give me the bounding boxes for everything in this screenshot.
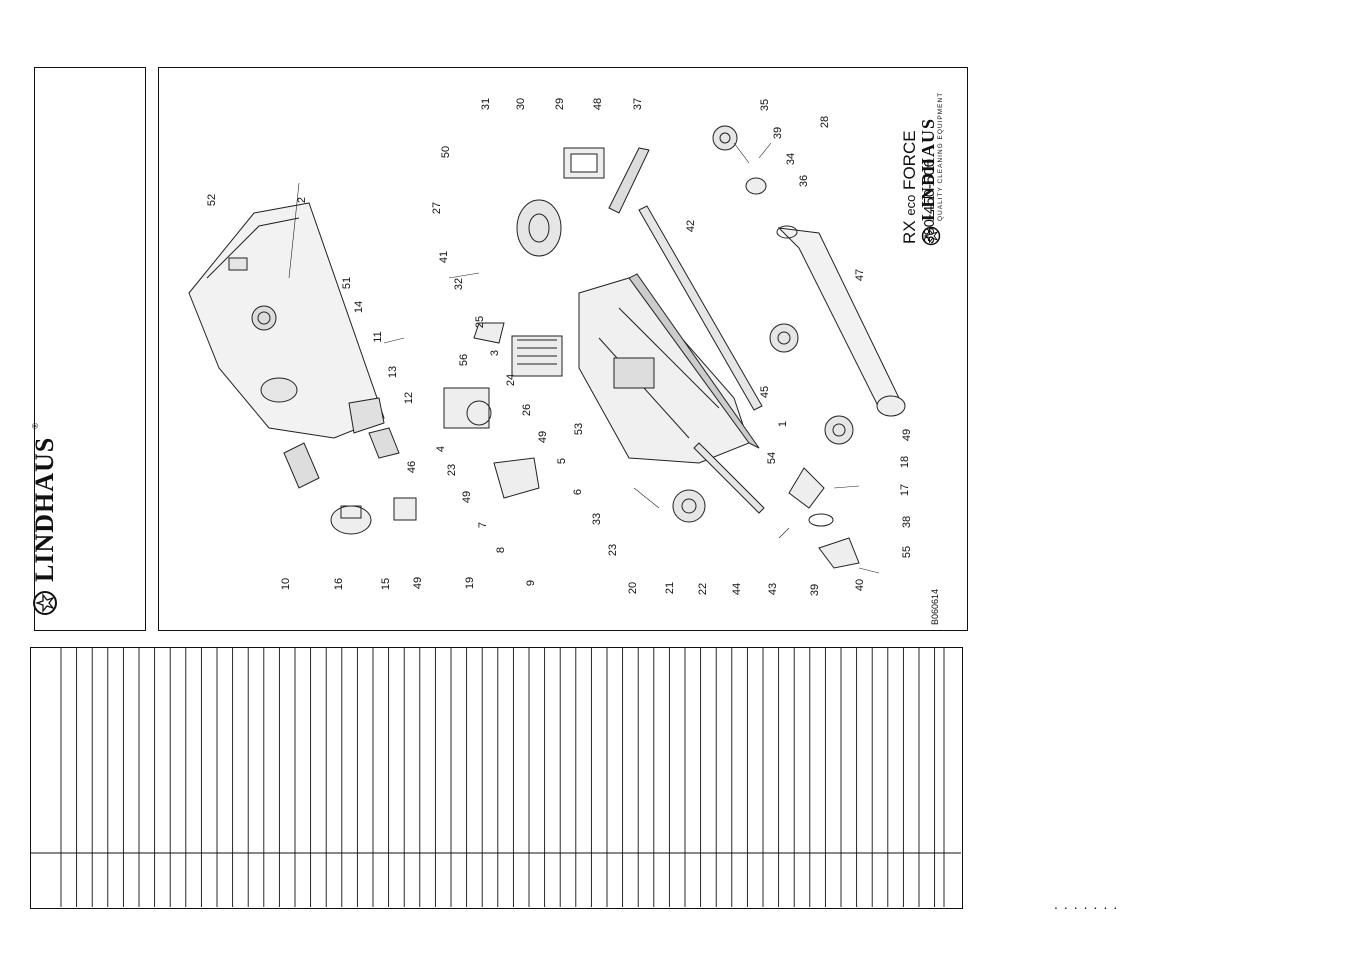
part-number-text: 53 xyxy=(573,422,585,436)
part-number-text: 15 xyxy=(380,577,392,591)
exploded-diagram-panel xyxy=(158,67,968,631)
part-number-text: 42 xyxy=(685,219,697,233)
part-number-text: 39 xyxy=(772,126,784,140)
part-number-text: 17 xyxy=(899,483,911,497)
part-number-text: 23 xyxy=(446,463,458,477)
model-mid: eco xyxy=(903,194,918,216)
side-rail-part xyxy=(638,205,765,514)
part-number-text: 4 xyxy=(435,445,447,453)
top-cover-part xyxy=(188,202,385,439)
part-number-text: 31 xyxy=(480,97,492,111)
belt-part xyxy=(608,147,650,214)
part-number-text: 47 xyxy=(854,268,866,282)
parts-table-grid xyxy=(31,648,961,907)
part-number-text: 12 xyxy=(403,391,415,405)
main-chassis-part xyxy=(578,273,760,464)
wheel-parts xyxy=(672,125,854,523)
part-number-text: 41 xyxy=(438,250,450,264)
part-number-text: 26 xyxy=(521,403,533,417)
part-number-text: 33 xyxy=(591,512,603,526)
part-number-text: 44 xyxy=(731,582,743,596)
part-number-text: 51 xyxy=(341,276,353,290)
part-number-text: 55 xyxy=(901,545,913,559)
part-number-text: 45 xyxy=(759,385,771,399)
part-number-text: 10 xyxy=(280,577,292,591)
part-number-text: 8 xyxy=(495,546,507,554)
part-number-text: 5 xyxy=(556,457,568,465)
lindhaus-logo-icon xyxy=(33,591,57,615)
part-number-text: 43 xyxy=(767,582,779,596)
part-number-text: 20 xyxy=(627,581,639,595)
part-number-text: 49 xyxy=(901,428,913,442)
footer-dots: ....... xyxy=(1054,896,1124,912)
model-suffix: FORCE xyxy=(900,130,919,190)
part-number-text: 25 xyxy=(474,315,486,329)
roller-brush-part xyxy=(776,225,906,417)
part-number-text: 24 xyxy=(505,373,517,387)
part-number-text: 28 xyxy=(819,115,831,129)
part-number-text: 32 xyxy=(453,277,465,291)
part-number-text: 30 xyxy=(515,97,527,111)
part-number-text: 14 xyxy=(353,300,365,314)
leader-lines xyxy=(288,142,880,574)
exploded-parts-drawing xyxy=(188,125,906,574)
part-number-text: 34 xyxy=(785,152,797,166)
part-number-text: 2 xyxy=(296,196,308,204)
part-number-text: 37 xyxy=(632,97,644,111)
filter-part xyxy=(511,335,563,377)
part-number-text: 6 xyxy=(572,488,584,496)
part-number-text: 49 xyxy=(461,490,473,504)
part-number-text: 16 xyxy=(333,577,345,591)
part-number-text: 50 xyxy=(440,145,452,159)
part-number-text: 38 xyxy=(901,515,913,529)
part-number-text: 7 xyxy=(477,521,489,529)
left-brand-panel xyxy=(34,67,146,631)
part-number-text: 36 xyxy=(798,174,810,188)
part-number-text: 27 xyxy=(431,201,443,215)
part-number-text: 29 xyxy=(554,97,566,111)
model-prefix: RX xyxy=(900,220,919,244)
part-number-text: 9 xyxy=(525,579,537,587)
parts-list-table xyxy=(30,647,963,909)
drawing-code-text: B060614 xyxy=(930,588,940,625)
part-number-text: 19 xyxy=(464,576,476,590)
part-number-text: 23 xyxy=(607,543,619,557)
motor-part xyxy=(516,147,605,257)
part-number-text: 18 xyxy=(899,455,911,469)
part-number-text: 11 xyxy=(372,331,384,343)
part-number-text: 56 xyxy=(458,353,470,367)
part-number-text: 54 xyxy=(766,451,778,465)
part-number-text: 52 xyxy=(206,193,218,207)
diagram-brand-name: LINDHAUS xyxy=(918,117,938,221)
part-number-text: 48 xyxy=(592,97,604,111)
part-number-text: 35 xyxy=(759,98,771,112)
part-number-text: 3 xyxy=(489,349,501,357)
part-number-text: 13 xyxy=(387,365,399,379)
part-number-text: 22 xyxy=(697,582,709,596)
part-number-text: 1 xyxy=(777,420,789,428)
left-brand-name: LINDHAUS xyxy=(30,436,59,582)
part-number-text: 49 xyxy=(412,576,424,590)
part-number-text: 21 xyxy=(664,581,676,595)
part-number-text: 40 xyxy=(854,578,866,592)
diagram-brand-tagline: QUALITY CLEANING EQUIPMENT xyxy=(937,91,944,221)
left-brand-registered: ® xyxy=(30,422,40,429)
part-number-text: 46 xyxy=(406,460,418,474)
lindhaus-logo-icon xyxy=(921,226,941,246)
small-hardware-parts xyxy=(283,177,860,569)
part-number-text: 39 xyxy=(809,583,821,597)
part-number-text: 49 xyxy=(537,430,549,444)
